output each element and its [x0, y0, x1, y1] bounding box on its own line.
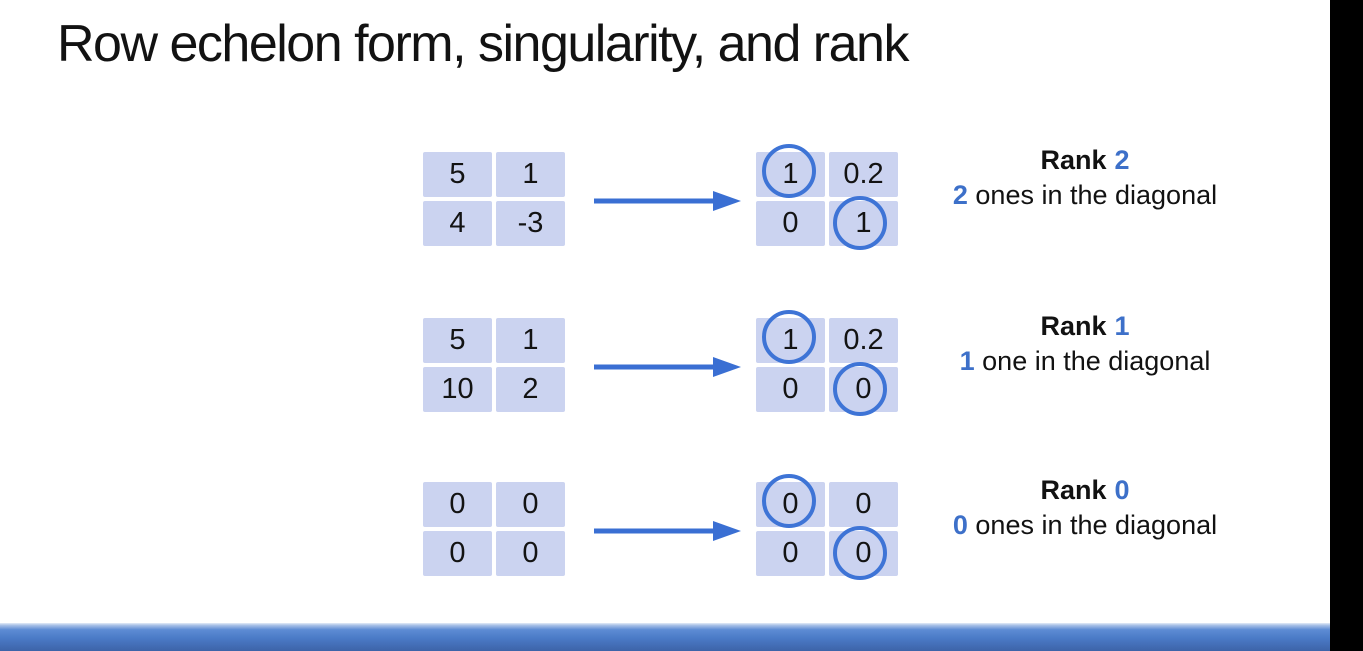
bottom-accent-bar: [0, 623, 1330, 651]
echelon-matrix: 1 0.2 0 0: [756, 310, 898, 416]
matrix-cell: -3: [496, 201, 565, 246]
matrix-cell: 0: [829, 531, 898, 576]
ones-text: ones in the diagonal: [967, 510, 1218, 541]
matrix-cell: 1: [829, 201, 898, 246]
matrix-cell: 0: [423, 531, 492, 576]
matrix-cell: 0: [829, 482, 898, 527]
ones-text: ones in the diagonal: [967, 180, 1218, 211]
matrix-cell: 0.2: [829, 152, 898, 197]
arrow-right-icon: [594, 521, 741, 541]
rank-description: 0 ones in the diagonal: [930, 508, 1240, 543]
arrow-right-icon: [594, 191, 741, 211]
echelon-matrix: 0 0 0 0: [756, 474, 898, 580]
rank-label: Rank: [1040, 475, 1107, 505]
matrix-cell: 0: [829, 367, 898, 412]
matrix-cell: 1: [756, 318, 825, 363]
rank-description: 1 one in the diagonal: [930, 344, 1240, 379]
rank-value: 1: [1114, 311, 1130, 341]
rank-label: Rank: [1040, 145, 1107, 175]
echelon-matrix: 1 0.2 0 1: [756, 144, 898, 250]
rank-description: 2 ones in the diagonal: [930, 178, 1240, 213]
matrix-cell: 0: [756, 201, 825, 246]
matrix-cell: 0: [756, 367, 825, 412]
original-matrix: 5 1 4 -3: [423, 152, 565, 246]
matrix-cell: 0: [423, 482, 492, 527]
ones-count: 0: [952, 510, 968, 541]
matrix-cell: 0: [756, 531, 825, 576]
matrix-cell: 1: [756, 152, 825, 197]
rank-value: 0: [1114, 475, 1130, 505]
original-matrix: 0 0 0 0: [423, 482, 565, 576]
rank-value: 2: [1114, 145, 1130, 175]
ones-count: 1: [959, 346, 975, 377]
matrix-cell: 5: [423, 152, 492, 197]
arrow-right-icon: [594, 357, 741, 377]
matrix-cell: 1: [496, 152, 565, 197]
matrix-cell: 1: [496, 318, 565, 363]
matrix-cell: 5: [423, 318, 492, 363]
matrix-cell: 4: [423, 201, 492, 246]
ones-count: 2: [952, 180, 968, 211]
matrix-cell: 0: [496, 482, 565, 527]
matrix-cell: 2: [496, 367, 565, 412]
slide-title: Row echelon form, singularity, and rank: [57, 15, 909, 73]
matrix-cell: 10: [423, 367, 492, 412]
original-matrix: 5 1 10 2: [423, 318, 565, 412]
rank-label: Rank: [1040, 311, 1107, 341]
matrix-cell: 0: [756, 482, 825, 527]
ones-text: one in the diagonal: [974, 346, 1211, 377]
matrix-cell: 0: [496, 531, 565, 576]
letterbox-strip: [1330, 0, 1363, 651]
matrix-cell: 0.2: [829, 318, 898, 363]
